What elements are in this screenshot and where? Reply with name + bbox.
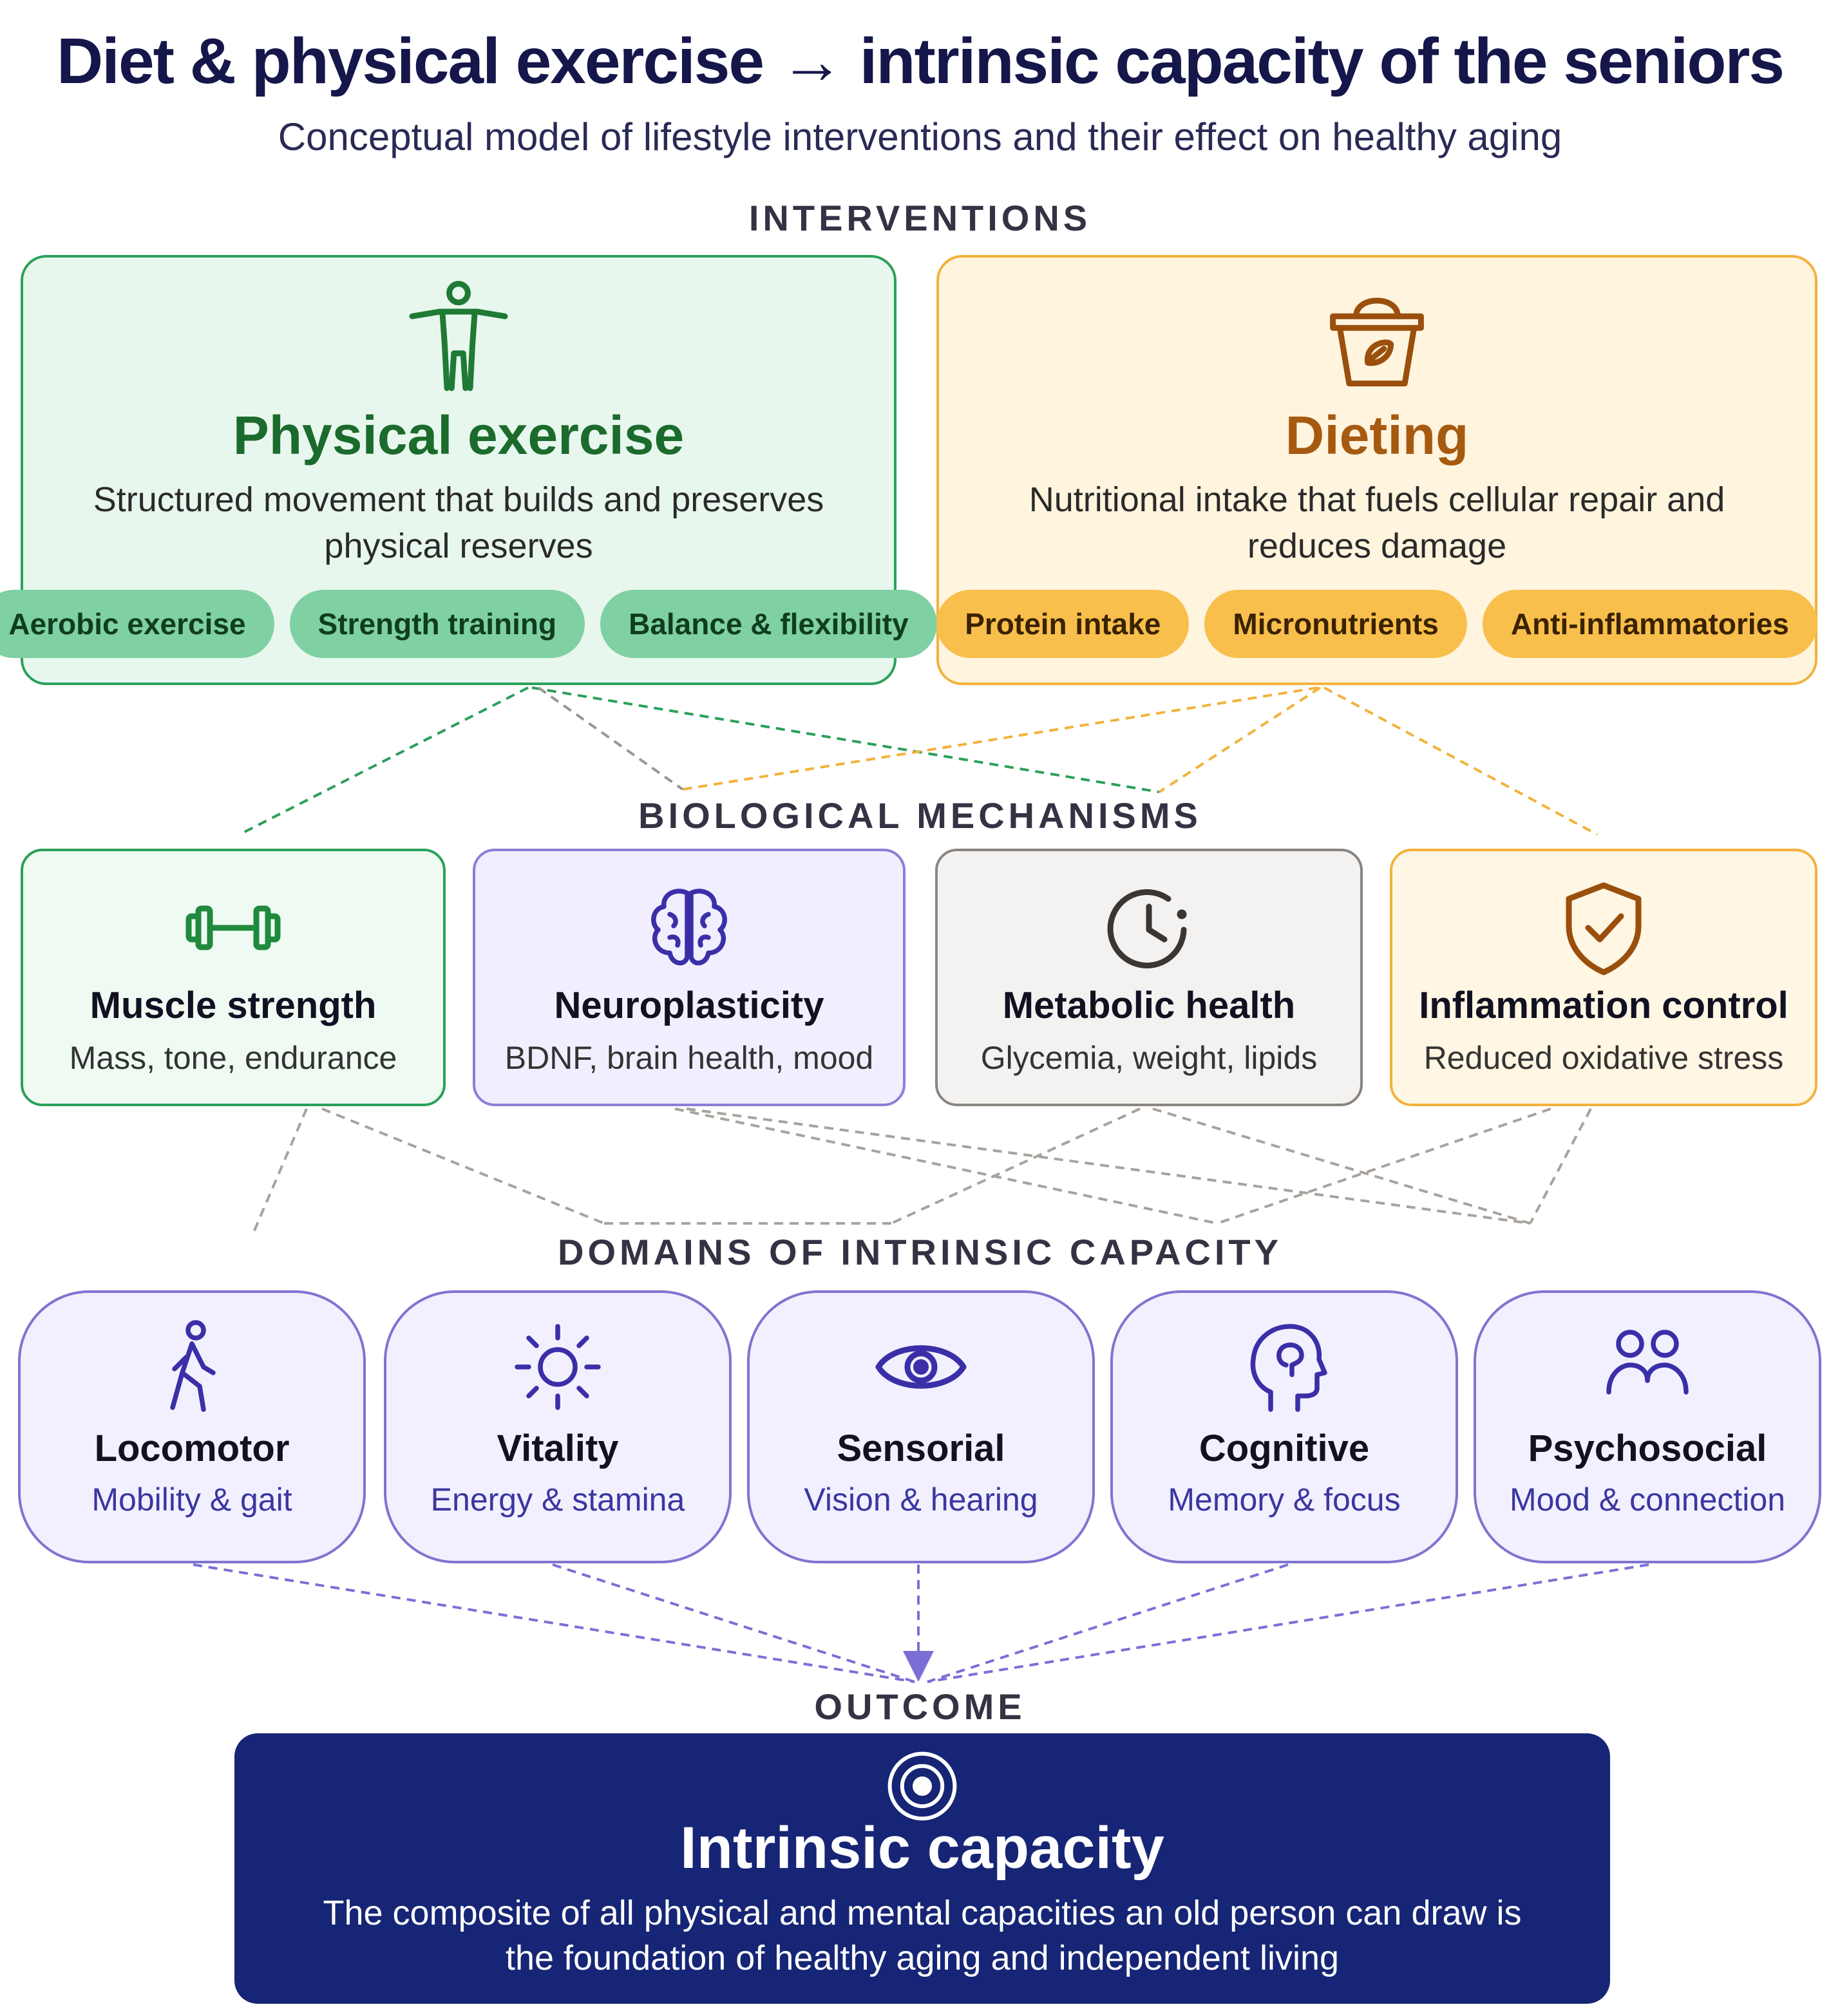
domain-subtitle: Vision & hearing [804, 1482, 1038, 1518]
connector-inflammation-cognitive [1217, 1107, 1551, 1225]
domain-subtitle: Energy & stamina [430, 1482, 685, 1518]
mechanism-subtitle: Glycemia, weight, lipids [980, 1040, 1318, 1076]
outcome-description: The composite of all physical and mental… [323, 1894, 1522, 1977]
connector-inflammation-sensorial [1529, 1108, 1592, 1224]
mechanism-connectors [251, 1107, 1592, 1236]
domain-title: Locomotor [94, 1427, 290, 1469]
basket-leaf-icon [1330, 297, 1424, 387]
section-label-domains: DOMAINS OF INTRINSIC CAPACITY [558, 1232, 1282, 1272]
diet-description: Nutritional intake that fuels cellular r… [1029, 480, 1725, 565]
domain-vitality: Vitality Energy & stamina [384, 1290, 732, 1563]
mechanism-subtitle: Reduced oxidative stress [1423, 1040, 1784, 1076]
section-label-mechanisms: BIOLOGICAL MECHANISMS [638, 795, 1202, 836]
domain-locomotor: Locomotor Mobility & gait [18, 1290, 366, 1563]
head-profile-icon [1250, 1324, 1327, 1412]
domain-sensorial: Sensorial Vision & hearing [747, 1290, 1095, 1563]
mechanism-muscle-strength: Muscle strength Mass, tone, endurance [21, 849, 446, 1106]
brain-icon [651, 889, 727, 966]
outcome-title: Intrinsic capacity [680, 1815, 1164, 1881]
intervention-physical-exercise: Physical exercise Structured movement th… [0, 255, 937, 685]
section-label-interventions: INTERVENTIONS [748, 198, 1092, 238]
mechanism-neuroplasticity: Neuroplasticity BDNF, brain health, mood [473, 849, 906, 1106]
diagram-subtitle: Conceptual model of lifestyle interventi… [278, 115, 1562, 158]
mechanism-title: Neuroplasticity [554, 984, 824, 1026]
mechanism-metabolic-health: Metabolic health Glycemia, weight, lipid… [935, 849, 1363, 1106]
intervention-dieting: Dieting Nutritional intake that fuels ce… [936, 255, 1817, 685]
mechanism-inflammation-control: Inflammation control Reduced oxidative s… [1390, 849, 1817, 1106]
dumbbell-icon [185, 905, 281, 950]
pill-anti-inflammatories: Anti-inflammatories [1482, 590, 1817, 658]
connector-diet-neuro [682, 686, 1318, 791]
domain-connectors [193, 1563, 1649, 1683]
connector-neuro-cognitive [674, 1107, 1218, 1225]
connector-muscle-vitality [321, 1107, 605, 1225]
connector-exercise-neuro [537, 686, 684, 791]
connector-metabolic-vitality [891, 1107, 1141, 1225]
mechanism-title: Inflammation control [1419, 984, 1788, 1026]
two-people-icon [1606, 1330, 1689, 1395]
connector-vitality-outcome [552, 1563, 915, 1683]
target-icon [887, 1751, 957, 1821]
domain-title: Psychosocial [1528, 1427, 1767, 1469]
diagram-title: Diet & physical exercise → intrinsic cap… [56, 25, 1785, 97]
diet-title: Dieting [1285, 405, 1469, 466]
pill-strength-training: Strength training [289, 590, 585, 658]
walking-person-icon [170, 1320, 216, 1412]
domain-title: Cognitive [1199, 1427, 1370, 1469]
connector-psychosocial-outcome [927, 1563, 1649, 1683]
connector-neuro-psychosocial [686, 1107, 1531, 1225]
sun-icon [515, 1324, 601, 1410]
shield-check-icon [1566, 882, 1642, 975]
pill-protein-intake: Protein intake [936, 590, 1190, 658]
domain-cognitive: Cognitive Memory & focus [1110, 1290, 1458, 1563]
pill-micronutrients: Micronutrients [1204, 590, 1467, 658]
exercise-title: Physical exercise [232, 405, 685, 466]
connector-cognitive-outcome [927, 1563, 1289, 1683]
domain-subtitle: Memory & focus [1168, 1482, 1401, 1518]
exercise-pills: Aerobic exercise Strength training Balan… [0, 590, 937, 658]
domain-subtitle: Mobility & gait [91, 1482, 292, 1518]
mechanism-title: Metabolic health [1002, 984, 1296, 1026]
person-stretch-icon [409, 281, 508, 391]
section-label-outcome: OUTCOME [814, 1686, 1026, 1727]
domain-title: Vitality [497, 1427, 619, 1469]
mechanism-subtitle: BDNF, brain health, mood [504, 1040, 874, 1076]
connector-muscle-locomotor [251, 1108, 308, 1236]
mechanism-title: Muscle strength [90, 984, 377, 1026]
clock-icon [1107, 889, 1187, 968]
pill-aerobic-exercise: Aerobic exercise [0, 590, 274, 658]
pill-balance-flexibility: Balance & flexibility [600, 590, 937, 658]
connector-diet-metabolic [1158, 686, 1322, 793]
domain-psychosocial: Psychosocial Mood & connection [1474, 1290, 1821, 1563]
diet-pills: Protein intake Micronutrients Anti-infla… [936, 590, 1817, 658]
connector-locomotor-outcome [193, 1563, 915, 1683]
connector-exercise-metabolic [531, 686, 1160, 793]
outcome-intrinsic-capacity: Intrinsic capacity The composite of all … [234, 1733, 1610, 2004]
eye-icon [875, 1345, 967, 1389]
mechanism-subtitle: Mass, tone, endurance [69, 1040, 397, 1076]
connector-metabolic-psychosocial [1152, 1107, 1531, 1225]
domain-title: Sensorial [837, 1427, 1005, 1469]
domain-subtitle: Mood & connection [1509, 1482, 1786, 1518]
exercise-description: Structured movement that builds and pres… [93, 480, 824, 565]
